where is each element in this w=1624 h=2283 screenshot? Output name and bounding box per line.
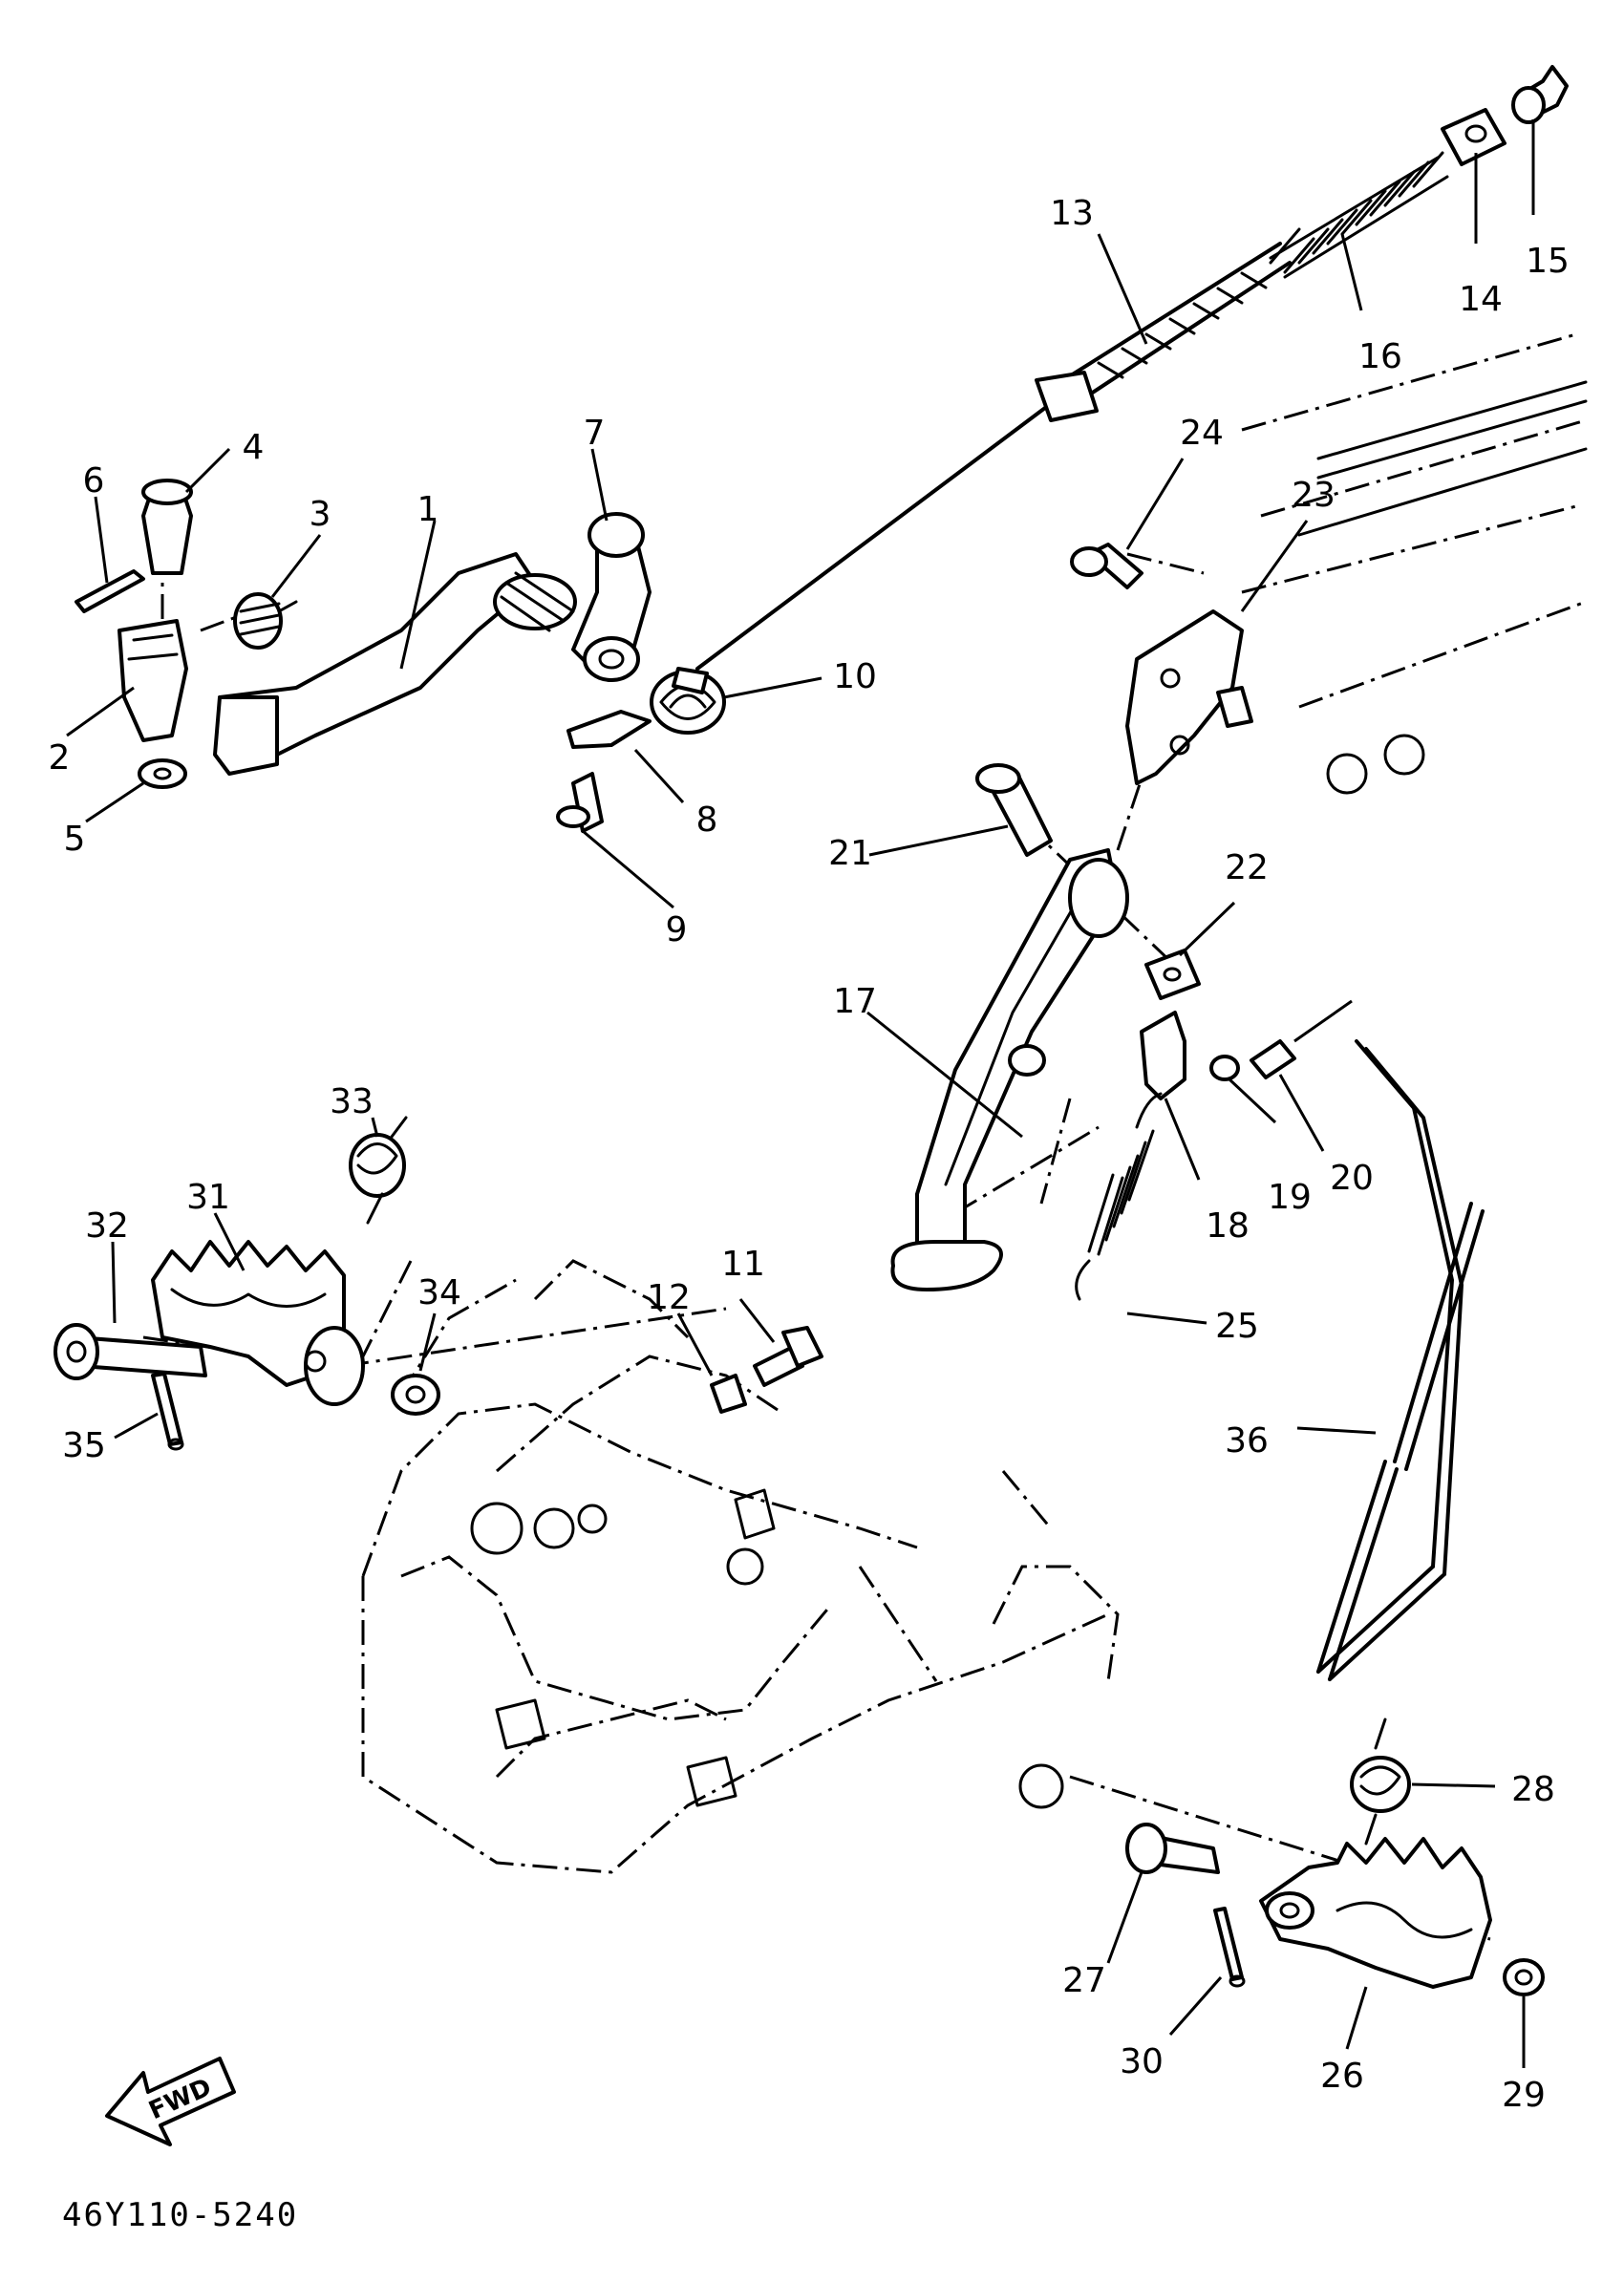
leader-lines — [66, 119, 1535, 2068]
label-30: 30 — [1120, 2042, 1164, 2081]
joint-14 — [1441, 108, 1506, 166]
brake-arm-7 — [571, 512, 652, 682]
label-6: 6 — [83, 461, 105, 501]
label-26: 26 — [1320, 2057, 1364, 2096]
label-36: 36 — [1225, 1421, 1269, 1461]
plate-8 — [566, 710, 652, 749]
label-10: 10 — [833, 657, 877, 696]
label-4: 4 — [243, 428, 265, 467]
sidestand-17 — [890, 848, 1129, 1291]
label-7: 7 — [584, 414, 606, 453]
label-22: 22 — [1225, 848, 1269, 887]
pin-27 — [1125, 1823, 1220, 1874]
spring-16 — [1269, 151, 1449, 279]
label-28: 28 — [1511, 1770, 1555, 1809]
label-35: 35 — [62, 1426, 106, 1465]
return-spring-3 — [233, 592, 298, 650]
label-32: 32 — [85, 1206, 129, 1246]
brake-rod-13 — [672, 242, 1292, 694]
spring-25 — [1075, 1092, 1163, 1301]
label-20: 20 — [1330, 1159, 1374, 1198]
bracket-18 — [1140, 1011, 1186, 1100]
brake-pedal-pad — [213, 695, 279, 776]
brake-pedal-pivot-boss — [493, 571, 577, 632]
label-23: 23 — [1292, 476, 1336, 515]
label-33: 33 — [330, 1082, 374, 1121]
pivot-pin-4 — [141, 479, 193, 575]
nut-12 — [710, 1374, 747, 1414]
label-12: 12 — [647, 1278, 691, 1317]
cotter-pin-6 — [75, 569, 145, 613]
label-3: 3 — [310, 495, 331, 534]
frame-outline — [361, 332, 1588, 1874]
bracket-23 — [1125, 609, 1253, 785]
label-14: 14 — [1459, 280, 1503, 319]
bolt-24 — [1070, 543, 1143, 589]
label-11: 11 — [721, 1245, 765, 1284]
right-footrest-assembly — [1125, 1718, 1545, 1996]
pedal-bracket — [118, 619, 188, 742]
brake-rod-assembly — [672, 65, 1569, 694]
label-21: 21 — [828, 834, 872, 873]
left-footrest-assembly — [53, 1116, 823, 1451]
label-25: 25 — [1215, 1307, 1259, 1346]
bolt-9 — [556, 772, 604, 833]
forward-direction-arrow: FWD — [105, 2057, 236, 2146]
sidestand-assembly — [890, 543, 1353, 1301]
label-31: 31 — [186, 1178, 230, 1217]
spring-33 — [349, 1116, 408, 1225]
label-27: 27 — [1062, 1961, 1106, 2000]
label-34: 34 — [417, 1273, 461, 1312]
label-24: 24 — [1180, 414, 1224, 453]
washer-34 — [391, 1374, 440, 1416]
adjust-nut-15 — [1511, 65, 1569, 124]
label-17: 17 — [833, 982, 877, 1021]
label-15: 15 — [1526, 242, 1570, 281]
spring-28 — [1350, 1718, 1411, 1846]
label-18: 18 — [1206, 1206, 1250, 1246]
bolt-21 — [975, 763, 1053, 857]
label-2: 2 — [49, 738, 71, 778]
callout-labels: 1 2 3 4 5 6 7 8 9 10 11 12 13 14 15 16 1… — [49, 194, 1570, 2115]
drawing-code: 46Y110-5240 — [62, 2196, 298, 2234]
bolt-11 — [753, 1326, 823, 1387]
label-29: 29 — [1502, 2076, 1546, 2115]
label-1: 1 — [417, 490, 439, 529]
footrest-31 — [151, 1240, 365, 1406]
washer-29 — [1503, 1958, 1545, 1996]
pin-32 — [53, 1323, 207, 1380]
label-16: 16 — [1358, 337, 1402, 376]
label-19: 19 — [1268, 1178, 1312, 1217]
stand-36 — [1316, 1039, 1485, 1681]
bolt-20 — [1250, 999, 1353, 1079]
label-13: 13 — [1050, 194, 1094, 233]
footrest-26 — [1259, 1837, 1492, 1989]
label-8: 8 — [696, 800, 718, 840]
brake-pedal-assembly — [75, 479, 726, 833]
label-5: 5 — [64, 820, 86, 859]
cotter-pin-30 — [1213, 1907, 1246, 1988]
nut-22 — [1144, 949, 1201, 1000]
cotter-pin-35 — [151, 1372, 184, 1451]
washer-19 — [1209, 1055, 1240, 1081]
washer-5 — [138, 758, 187, 789]
label-9: 9 — [666, 910, 688, 949]
